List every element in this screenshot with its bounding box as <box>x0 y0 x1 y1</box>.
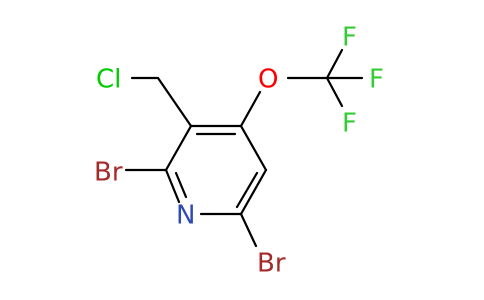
atom-labels: Cl O F F F Br N Br <box>94 23 384 279</box>
bonds <box>124 48 364 248</box>
bond-c4-c5 <box>239 124 268 172</box>
bond-c4-o <box>239 90 262 128</box>
bond-cf3-f1 <box>325 48 344 80</box>
atom-f-bottom: F <box>342 109 357 139</box>
bond-n-c2-double <box>174 171 188 199</box>
atom-f-right: F <box>369 65 384 95</box>
bond-n-c2 <box>164 168 181 204</box>
bond-c5-c6-double <box>235 171 259 209</box>
bond-ch2-c3 <box>156 76 193 128</box>
atom-br-bottom: Br <box>257 249 286 279</box>
atom-o: O <box>258 65 278 95</box>
bond-c6-br2 <box>239 212 258 248</box>
bond-cf3-f3 <box>325 76 344 108</box>
atom-br-left: Br <box>94 158 123 188</box>
bond-c5-c6 <box>239 168 268 216</box>
atom-n: N <box>176 201 195 231</box>
atom-f-top: F <box>342 23 357 53</box>
atom-cl: Cl <box>96 65 121 95</box>
bond-c2-c3 <box>164 124 193 172</box>
